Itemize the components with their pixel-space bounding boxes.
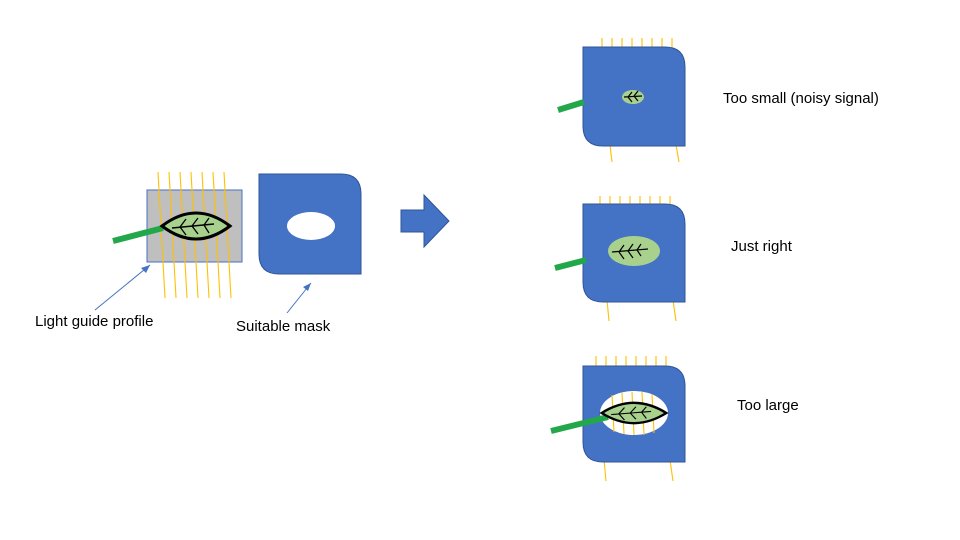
suitable-mask-figure bbox=[258, 173, 362, 314]
light-guide-profile-label: Light guide profile bbox=[35, 313, 154, 330]
profile-pointer-arrowhead bbox=[141, 265, 150, 273]
leaf-stem bbox=[550, 414, 609, 434]
too-large-label: Too large bbox=[737, 397, 799, 414]
leaf-stem bbox=[554, 257, 587, 271]
leaf-icon bbox=[623, 90, 643, 103]
too-large-example bbox=[550, 356, 686, 482]
leaf-icon bbox=[611, 243, 649, 260]
mask-opening bbox=[287, 212, 335, 240]
mask-opening bbox=[608, 236, 660, 266]
just-right-example bbox=[554, 196, 686, 322]
too-small-label: Too small (noisy signal) bbox=[723, 90, 879, 107]
leaf-stem bbox=[112, 225, 164, 244]
suitable-mask-label: Suitable mask bbox=[236, 318, 331, 335]
light-guide-profile-figure bbox=[94, 171, 243, 311]
leaf-stem bbox=[557, 99, 585, 113]
too-small-example bbox=[557, 38, 686, 163]
right-arrow-icon bbox=[400, 193, 450, 249]
profile-pointer-arrow bbox=[94, 264, 151, 311]
just-right-label: Just right bbox=[731, 238, 792, 255]
mask-pointer-arrowhead bbox=[303, 283, 311, 291]
